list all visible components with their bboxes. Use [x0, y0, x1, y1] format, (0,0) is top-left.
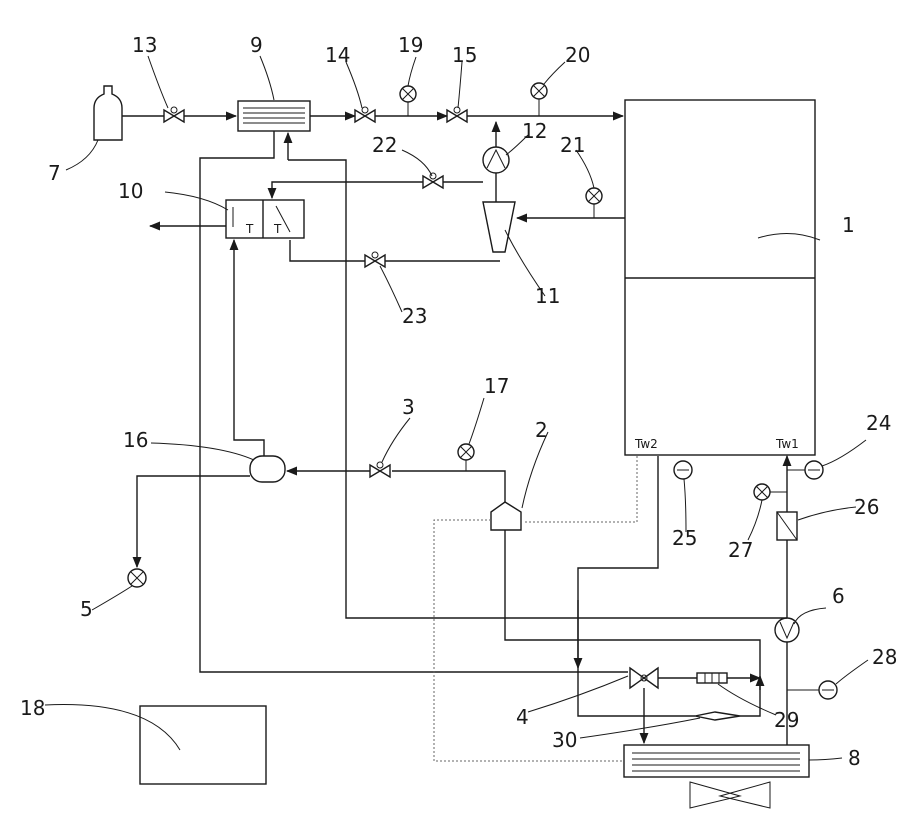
label-2: 2	[535, 418, 548, 442]
gas-cylinder-7	[94, 86, 122, 140]
label-15: 15	[452, 43, 477, 67]
label-11: 11	[535, 284, 560, 308]
valve-15	[447, 107, 467, 122]
gauge-19	[400, 86, 416, 116]
gauge-5	[128, 569, 146, 587]
svg-text:T: T	[245, 222, 254, 236]
label-5: 5	[80, 597, 93, 621]
temp-sensor-25	[674, 461, 692, 479]
label-28: 28	[872, 645, 897, 669]
label-12: 12	[522, 119, 547, 143]
gauge-21	[586, 188, 602, 218]
gauge-20	[531, 83, 547, 116]
svg-text:T: T	[273, 222, 282, 236]
valve-4	[630, 668, 658, 688]
line-valve23	[290, 240, 500, 261]
label-30: 30	[552, 728, 577, 752]
switching-valve-10: T T	[226, 200, 304, 238]
valve-13	[164, 107, 184, 122]
label-29: 29	[774, 708, 799, 732]
label-6: 6	[832, 584, 845, 608]
valve-3	[370, 462, 390, 477]
line-16-to-10	[234, 240, 264, 456]
label-8: 8	[848, 746, 861, 770]
label-27: 27	[728, 538, 753, 562]
sensor-label-tw1: Tw1	[775, 437, 799, 451]
line-2-down	[505, 530, 760, 672]
pump-12	[483, 147, 509, 173]
radiator-8	[624, 745, 809, 808]
label-9: 9	[250, 33, 263, 57]
label-1: 1	[842, 213, 855, 237]
label-13: 13	[132, 33, 157, 57]
label-7: 7	[48, 161, 61, 185]
signal-line-1	[523, 456, 637, 522]
valve-22	[423, 173, 443, 188]
heat-exchanger-9	[238, 101, 310, 131]
filter-26	[777, 512, 797, 540]
separator-11	[483, 202, 515, 252]
temp-sensor-28	[787, 681, 837, 699]
mixer-2	[491, 502, 521, 530]
label-17: 17	[484, 374, 509, 398]
label-16: 16	[123, 428, 148, 452]
valve-23	[365, 252, 385, 267]
label-3: 3	[402, 395, 415, 419]
controller-18	[140, 706, 266, 784]
gauge-17	[458, 444, 474, 471]
label-4: 4	[516, 705, 529, 729]
label-10: 10	[118, 179, 143, 203]
line-tw2	[578, 456, 695, 716]
temp-sensor-24	[787, 461, 823, 479]
label-20: 20	[565, 43, 590, 67]
line-16-to-5	[137, 476, 250, 567]
gauge-27	[754, 484, 787, 500]
chamber-1	[625, 100, 815, 455]
label-26: 26	[854, 495, 879, 519]
label-23: 23	[402, 304, 427, 328]
receiver-16	[250, 456, 285, 482]
label-18: 18	[20, 696, 45, 720]
valve-14	[355, 107, 375, 122]
label-14: 14	[325, 43, 350, 67]
label-21: 21	[560, 133, 585, 157]
label-19: 19	[398, 33, 423, 57]
line-valve22	[272, 182, 483, 198]
label-25: 25	[672, 526, 697, 550]
heater-30	[695, 712, 740, 720]
label-24: 24	[866, 411, 891, 435]
flowmeter-29	[697, 673, 727, 683]
line-2-to-3	[466, 471, 505, 502]
sensor-label-tw2: Tw2	[634, 437, 658, 451]
label-22: 22	[372, 133, 397, 157]
